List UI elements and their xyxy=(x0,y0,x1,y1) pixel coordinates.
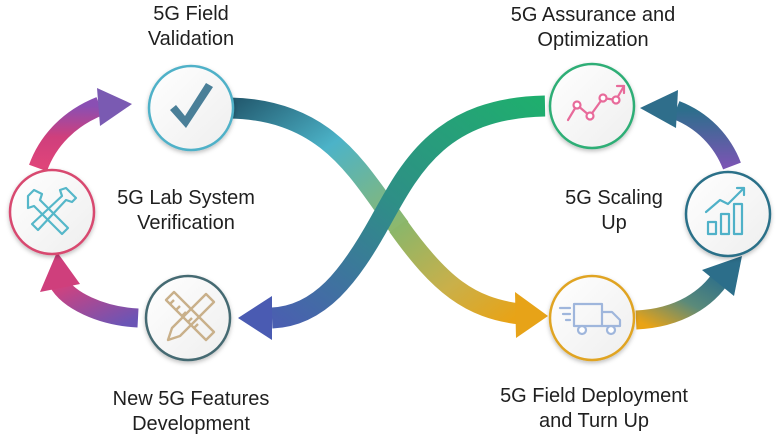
label-assurance: 5G Assurance and Optimization xyxy=(486,3,700,53)
flow-arrow-assurance-to-features xyxy=(271,95,546,329)
stage-node-assurance xyxy=(548,62,636,150)
ruler-pencil-icon xyxy=(164,290,216,342)
label-line: 5G Assurance and xyxy=(510,4,676,26)
flow-arrow-features-to-lab xyxy=(49,276,139,328)
checkmark-icon xyxy=(170,83,213,128)
stage-node-features xyxy=(144,274,232,362)
arrowhead-to-features xyxy=(238,296,272,340)
label-features: New 5G Features Development xyxy=(86,387,296,437)
arrowhead-to-validation xyxy=(97,88,132,126)
flow-arrow-deployment-to-scaling xyxy=(635,270,731,330)
flow-arrow-lab-to-validation xyxy=(29,97,104,172)
label-line: Up xyxy=(601,212,627,234)
label-line: Validation xyxy=(147,28,235,50)
flow-arrow-scaling-to-assurance xyxy=(672,101,741,170)
label-lab: 5G Lab System Verification xyxy=(100,186,272,236)
stage-node-field-validation xyxy=(147,64,235,152)
trend-line-icon xyxy=(566,84,626,122)
arrowhead-to-scaling xyxy=(702,256,742,296)
label-line: Verification xyxy=(137,212,235,234)
stage-node-deployment xyxy=(548,274,636,362)
label-line: 5G Lab System xyxy=(117,187,255,209)
label-line: New 5G Features xyxy=(112,388,270,410)
label-line: 5G Scaling xyxy=(565,187,663,209)
label-line: 5G Field Deployment xyxy=(500,385,688,407)
arrowhead-to-assurance xyxy=(640,90,678,128)
delivery-truck-icon xyxy=(558,302,622,336)
label-line: 5G Field xyxy=(153,3,229,25)
wrench-hammer-icon xyxy=(26,186,78,236)
growth-chart-icon xyxy=(704,186,746,236)
arrowhead-to-lab xyxy=(40,252,80,292)
stage-node-scaling xyxy=(684,170,772,258)
label-line: and Turn Up xyxy=(538,410,650,432)
label-deployment: 5G Field Deployment and Turn Up xyxy=(474,384,714,434)
label-line: Development xyxy=(132,413,250,435)
label-field-validation: 5G Field Validation xyxy=(124,2,258,52)
label-scaling: 5G Scaling Up xyxy=(554,186,674,236)
label-line: Optimization xyxy=(537,29,649,51)
stage-node-lab xyxy=(8,168,96,256)
arrowhead-to-deployment xyxy=(515,292,548,338)
flow-arrow-cross-to-deployment xyxy=(389,219,522,325)
